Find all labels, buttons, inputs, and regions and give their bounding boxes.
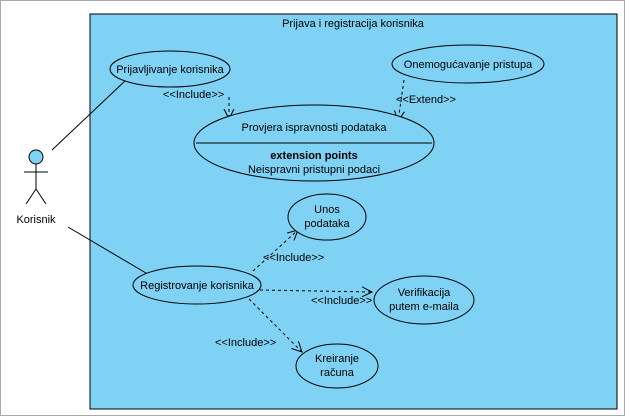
include-register-verify[interactable] (259, 290, 372, 292)
usecase-verify[interactable]: Verifikacija putem e-maila (373, 275, 475, 325)
association-register[interactable] (67, 226, 152, 277)
usecase-verify-line2: putem e-maila (389, 301, 460, 313)
include-label-verify: <<Include>> (311, 295, 372, 307)
usecase-register[interactable]: Registrovanje korisnika (132, 265, 262, 305)
actor-right-leg (35, 188, 47, 205)
actor-head (28, 149, 44, 165)
extension-point-item: Neispravni pristupni podaci (248, 164, 380, 176)
include-label-enter: <<Include>> (263, 252, 324, 264)
actor-korisnik[interactable]: Korisnik (16, 149, 56, 226)
usecase-block-label: Onemogućavanje pristupa (404, 59, 533, 71)
usecase-login[interactable]: Prijavljivanje korisnika (109, 50, 231, 88)
include-register-create[interactable] (248, 298, 302, 352)
usecase-enter-data-line2: podataka (304, 218, 350, 230)
usecase-check-label: Provjera ispravnosti podataka (242, 122, 388, 134)
actor-left-leg (25, 188, 37, 205)
include-label-create: <<Include>> (215, 337, 276, 349)
association-login[interactable] (51, 79, 127, 151)
usecase-enter-data[interactable]: Unos podataka (287, 193, 367, 241)
system-title: Prijava i registracija korisnika (282, 18, 425, 30)
include-register-enter[interactable] (252, 230, 298, 272)
usecase-login-label: Prijavljivanje korisnika (116, 64, 224, 76)
usecase-register-label: Registrovanje korisnika (140, 280, 255, 292)
usecase-create-line1: Kreiranje (315, 353, 359, 365)
usecase-enter-data-line1: Unos (314, 204, 340, 216)
usecase-check[interactable]: Provjera ispravnosti podataka extension … (193, 104, 435, 182)
usecase-block[interactable]: Onemogućavanje pristupa (391, 44, 545, 84)
actor-label: Korisnik (16, 214, 56, 226)
extension-points-header: extension points (270, 150, 357, 162)
usecase-verify-line1: Verifikacija (398, 287, 451, 299)
usecase-create[interactable]: Kreiranje računa (295, 343, 379, 389)
extend-block-check[interactable] (398, 79, 404, 121)
extend-label: <<Extend>> (396, 94, 456, 106)
usecase-create-line2: računa (320, 367, 355, 379)
include-label-login: <<Include>> (163, 89, 224, 101)
